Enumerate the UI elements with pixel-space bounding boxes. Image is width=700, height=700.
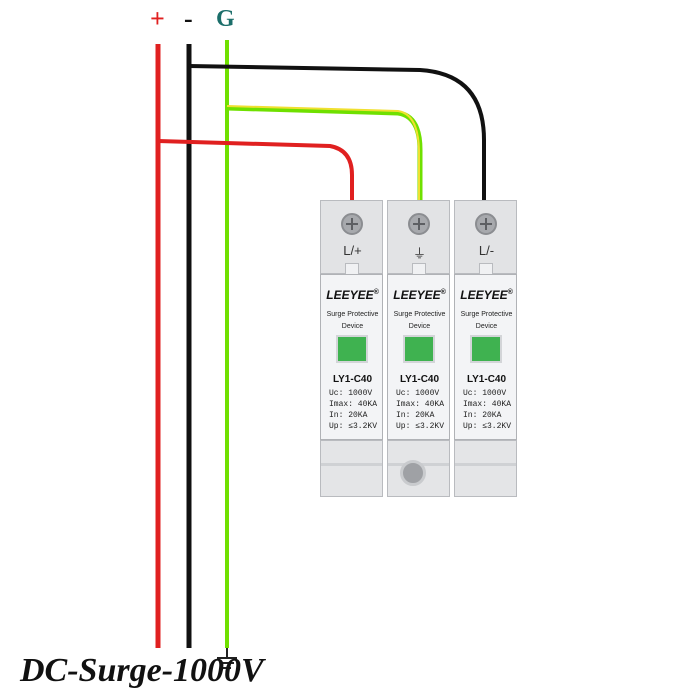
terminal-screw-icon xyxy=(408,213,430,235)
device-description: Surge Protective Device xyxy=(460,311,513,330)
ground-symbol-icon xyxy=(217,648,237,669)
ground-wire-yellow xyxy=(226,105,420,210)
spec-list: Uc: 1000V Imax: 40KA In: 20KA Up: ≤3.2KV xyxy=(396,388,448,432)
status-indicator-window xyxy=(336,335,368,363)
negative-wire xyxy=(188,64,486,210)
negative-bus-label: - xyxy=(184,4,193,33)
module-face: LEEYEE® Surge Protective Device LY1-C40 … xyxy=(387,274,450,440)
brand-label: LEEYEE® xyxy=(393,288,446,302)
terminal-block: L/- xyxy=(454,200,517,275)
model-label: LY1-C40 xyxy=(332,374,373,385)
brand-label: LEEYEE® xyxy=(460,288,513,302)
terminal-ground-icon: ⏚ xyxy=(412,246,426,261)
spec-uc: Uc: 1000V xyxy=(329,389,373,398)
model-label: LY1-C40 xyxy=(399,374,440,385)
module-face: LEEYEE® Surge Protective Device LY1-C40 … xyxy=(320,274,383,440)
spec-up: Up: ≤3.2KV xyxy=(329,422,378,431)
spec-up: Up: ≤3.2KV xyxy=(396,422,445,431)
brand-label: LEEYEE® xyxy=(326,288,379,302)
spec-list: Uc: 1000V Imax: 40KA In: 20KA Up: ≤3.2KV xyxy=(329,388,381,432)
terminal-label: L/- xyxy=(478,243,495,258)
spec-imax: Imax: 40KA xyxy=(463,400,512,409)
din-rail-base xyxy=(320,440,383,497)
spec-in: In: 20KA xyxy=(396,411,435,420)
mounting-screw-icon xyxy=(400,460,426,486)
positive-bus-label: + xyxy=(150,4,165,33)
spec-in: In: 20KA xyxy=(463,411,502,420)
status-indicator-window xyxy=(470,335,502,363)
device-description: Surge Protective Device xyxy=(393,311,446,330)
model-label: LY1-C40 xyxy=(466,374,507,385)
spec-up: Up: ≤3.2KV xyxy=(463,422,512,431)
spd-module-ground: ⏚ LEEYEE® Surge Protective Device LY1-C4… xyxy=(387,200,450,500)
ground-bus-label: G xyxy=(216,6,235,32)
spec-list: Uc: 1000V Imax: 40KA In: 20KA Up: ≤3.2KV xyxy=(463,388,515,432)
status-indicator-window xyxy=(403,335,435,363)
spec-uc: Uc: 1000V xyxy=(396,389,440,398)
din-rail-base xyxy=(454,440,517,497)
positive-wire xyxy=(157,139,354,210)
ground-wire-green xyxy=(226,105,423,210)
terminal-block: ⏚ xyxy=(387,200,450,275)
module-face: LEEYEE® Surge Protective Device LY1-C40 … xyxy=(454,274,517,440)
spec-in: In: 20KA xyxy=(329,411,368,420)
spec-uc: Uc: 1000V xyxy=(463,389,507,398)
spd-module-positive: L/+ LEEYEE® Surge Protective Device LY1-… xyxy=(320,200,383,500)
terminal-label: L/+ xyxy=(343,243,362,258)
diagram-caption: DC-Surge-1000V xyxy=(20,652,264,689)
spec-imax: Imax: 40KA xyxy=(396,400,445,409)
terminal-screw-icon xyxy=(475,213,497,235)
spd-module-negative: L/- LEEYEE® Surge Protective Device LY1-… xyxy=(454,200,517,500)
terminal-block: L/+ xyxy=(320,200,383,275)
terminal-screw-icon xyxy=(341,213,363,235)
terminal-tab xyxy=(345,263,359,275)
spec-imax: Imax: 40KA xyxy=(329,400,378,409)
terminal-tab xyxy=(479,263,493,275)
terminal-tab xyxy=(412,263,426,275)
device-description: Surge Protective Device xyxy=(326,311,379,330)
